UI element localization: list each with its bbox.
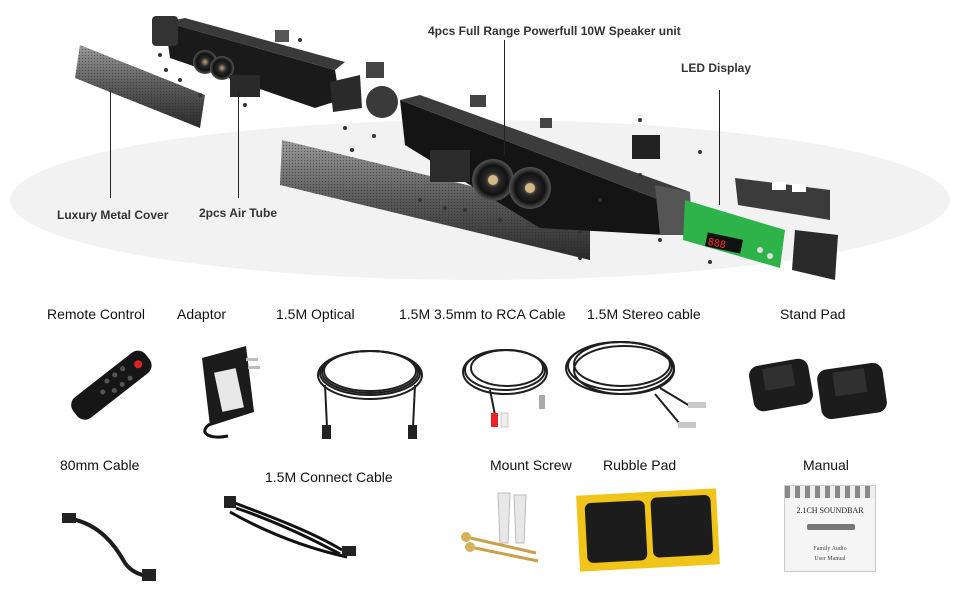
air-tube-callout: 2pcs Air Tube: [199, 206, 278, 220]
speaker-unit-callout: 4pcs Full Range Powerfull 10W Speaker un…: [428, 24, 681, 38]
cable-80mm-label: 80mm Cable: [60, 457, 140, 473]
adaptor-image: [202, 346, 260, 439]
airtube-leader-line: [238, 90, 239, 198]
cover-leader-line: [110, 90, 111, 198]
adaptor-label: Adaptor: [177, 306, 227, 322]
connect-cable-label: 1.5M Connect Cable: [265, 469, 393, 485]
optical-label: 1.5M Optical: [276, 306, 355, 322]
manual-subtitle: Family Audio: [813, 546, 847, 552]
manual-title: 2.1CH SOUNDBAR: [796, 506, 864, 515]
optical-cable-image: [317, 350, 423, 439]
led-display-callout: LED Display: [681, 61, 752, 75]
manual-label: Manual: [803, 457, 849, 473]
led-display-board: 888: [683, 200, 785, 268]
remote-control-label: Remote Control: [47, 306, 146, 322]
speaker-leader-line: [504, 40, 505, 155]
remote-control-image: [71, 350, 152, 420]
connect-cable-image: [224, 496, 356, 559]
exploded-soundbar-diagram: 888: [10, 16, 950, 280]
rubble-pad-label: Rubble Pad: [603, 457, 677, 473]
led-leader-line: [719, 90, 720, 205]
metal-cover-callout: Luxury Metal Cover: [57, 208, 169, 222]
manual-footer: User Manual: [814, 556, 846, 562]
svg-text:888: 888: [707, 237, 727, 252]
left-housing: [165, 18, 345, 108]
manual-image: 2.1CH SOUNDBAR Family Audio User Manual: [784, 485, 876, 572]
cable-80mm-image: [62, 513, 156, 581]
stand-pad-label: Stand Pad: [780, 306, 846, 322]
rubble-pad-image: [576, 488, 720, 572]
mount-screw-image: [461, 492, 539, 563]
manual-product-sketch: [807, 524, 855, 530]
rca-cable-label: 1.5M 3.5mm to RCA Cable: [399, 306, 566, 322]
metal-cover-large: [280, 140, 590, 260]
metal-cover-small: [75, 45, 205, 128]
stand-pad-image: [749, 358, 887, 420]
mount-screw-label: Mount Screw: [490, 457, 572, 473]
stereo-cable-label: 1.5M Stereo cable: [587, 306, 701, 322]
rca-cable-image: [462, 349, 548, 428]
stereo-cable-image: [565, 341, 706, 428]
manual-checker-band: [785, 486, 875, 498]
screws: [158, 38, 712, 264]
